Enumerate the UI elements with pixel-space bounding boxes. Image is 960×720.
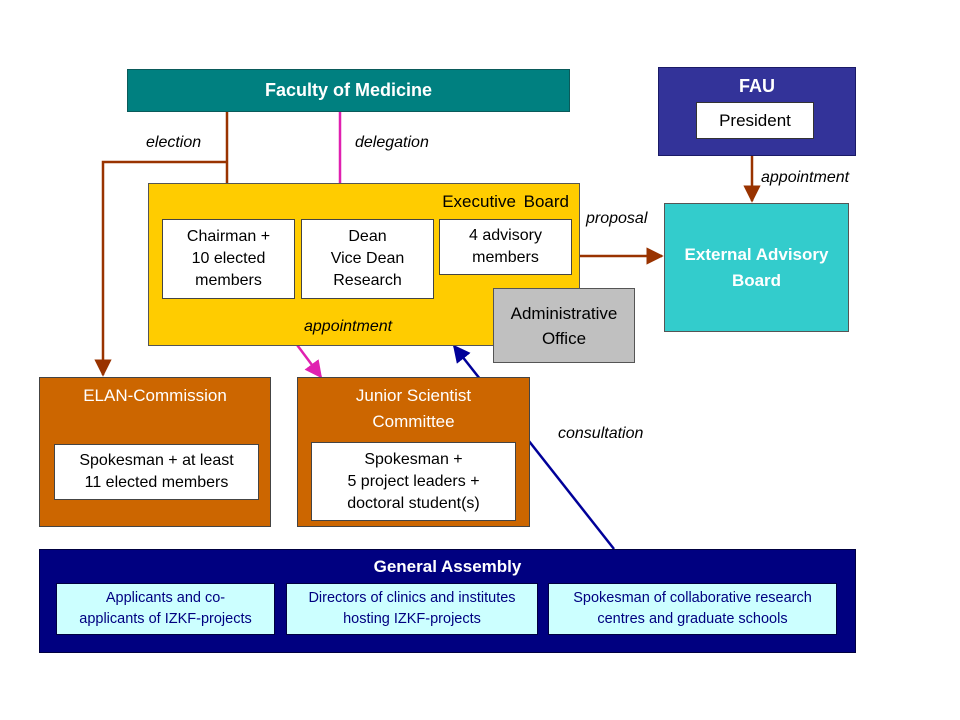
faculty-of-medicine-label: Faculty of Medicine [264,80,433,100]
ga-applicants-box: Applicants and co- applicants of IZKF-pr… [56,583,275,635]
fau-label: FAU [739,76,775,96]
executive-board-label: Executive Board [442,192,569,211]
dean-box: Dean Vice Dean Research [301,219,434,299]
administrative-office-box: Administrative Office [493,288,635,363]
ga-directors-label: Directors of clinics and institutes host… [308,590,516,627]
junior-scientist-committee-box: Junior Scientist Committee Spokesman + 5… [297,377,530,527]
junior-members-label: Spokesman + 5 project leaders + doctoral… [347,450,480,512]
administrative-office-label: Administrative Office [510,303,618,348]
elan-commission-box: ELAN-Commission Spokesman + at least 11 … [39,377,271,527]
election-edge-label: election [146,134,202,151]
president-label: President [719,110,791,130]
proposal-edge-label: proposal [586,210,648,227]
elan-members-label: Spokesman + at least 11 elected members [79,452,234,491]
general-assembly-box: General Assembly Applicants and co- appl… [39,549,856,653]
ga-directors-box: Directors of clinics and institutes host… [286,583,538,635]
external-advisory-board-box: External Advisory Board [664,203,849,332]
advisory-members-box: 4 advisory members [439,219,572,275]
elan-commission-label: ELAN-Commission [83,386,227,405]
fau-box: FAU President [658,67,856,156]
appointment-junior-edge-label: appointment [304,318,393,335]
chairman-label: Chairman + 10 elected members [186,228,271,289]
junior-scientist-committee-label: Junior Scientist Committee [355,386,472,431]
consultation-edge-label: consultation [558,425,644,442]
delegation-edge-label: delegation [355,134,429,151]
dean-label: Dean Vice Dean Research [330,228,405,289]
external-advisory-board-label: External Advisory Board [684,244,829,290]
ga-spokesman-box: Spokesman of collaborative research cent… [548,583,837,635]
faculty-of-medicine-box: Faculty of Medicine [127,69,570,112]
president-box: President [696,102,814,139]
ga-spokesman-label: Spokesman of collaborative research cent… [573,590,812,627]
ga-applicants-label: Applicants and co- applicants of IZKF-pr… [79,590,252,627]
general-assembly-label: General Assembly [373,557,522,576]
appointment-fau-edge-label: appointment [761,169,850,186]
election-elan-arrow [94,160,227,377]
elan-members-box: Spokesman + at least 11 elected members [54,444,259,500]
advisory-members-label: 4 advisory members [469,227,542,266]
chairman-box: Chairman + 10 elected members [162,219,295,299]
junior-members-box: Spokesman + 5 project leaders + doctoral… [311,442,516,521]
